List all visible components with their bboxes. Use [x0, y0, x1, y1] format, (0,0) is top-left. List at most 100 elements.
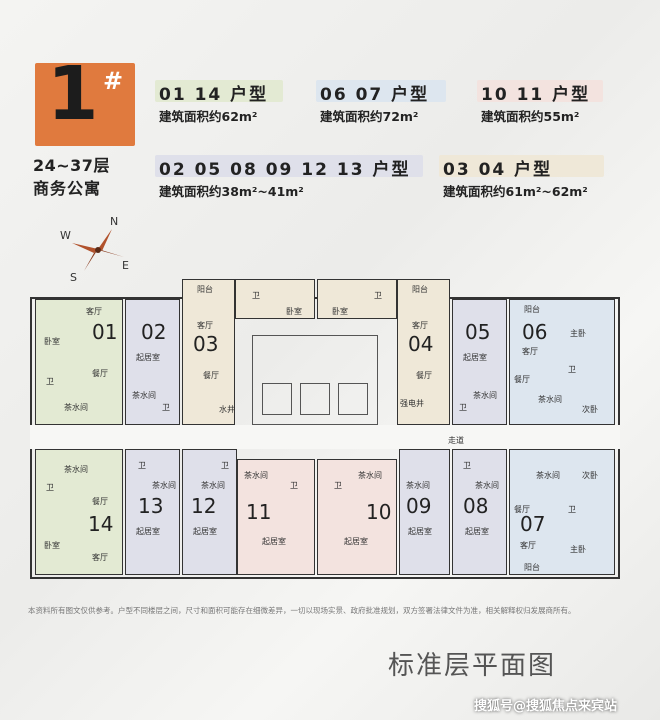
legend-swatch — [316, 80, 446, 102]
elevator-3 — [338, 383, 368, 415]
room-label: 客厅 — [86, 307, 102, 316]
compass-w: W — [60, 229, 71, 242]
unit-number: 12 — [191, 494, 217, 518]
room-label: 客厅 — [92, 553, 108, 562]
legend-swatch — [477, 80, 603, 102]
room-label: 起居室 — [136, 353, 160, 362]
room-label: 餐厅 — [514, 505, 530, 514]
unit-11: 11 茶水间 卫 起居室 — [237, 459, 315, 575]
unit-04: 04 阳台 客厅 餐厅 强电井 — [397, 279, 450, 425]
legend-code: 06 07 户型 — [320, 85, 430, 105]
room-label: 起居室 — [193, 527, 217, 536]
outer-wall-bottom — [30, 577, 620, 579]
room-label: 强电井 — [400, 399, 424, 408]
elevator-1 — [262, 383, 292, 415]
unit-01: 01 卧室 客厅 餐厅 卫 茶水间 — [35, 299, 123, 425]
plan-title: 标准层平面图 — [388, 651, 557, 681]
unit-10: 10 卫 茶水间 起居室 — [317, 459, 397, 575]
unit-number: 07 — [520, 512, 546, 536]
unit-number: 03 — [193, 332, 219, 356]
room-label: 起居室 — [463, 353, 487, 362]
stair-core — [252, 335, 378, 425]
room-label: 卫 — [459, 403, 467, 412]
floor-range: 24~37层 — [33, 156, 110, 175]
room-label: 阳台 — [412, 285, 428, 294]
room-label: 茶水间 — [152, 481, 176, 490]
unit-number: 01 — [92, 320, 118, 344]
room-label: 水井 — [219, 405, 235, 414]
unit-08: 08 卫 茶水间 起居室 — [452, 449, 507, 575]
room-label: 主卧 — [570, 545, 586, 554]
building-number: 1 — [47, 51, 99, 137]
room-label: 卧室 — [332, 307, 348, 316]
property-type: 商务公寓 — [33, 179, 102, 198]
legend-code: 02 05 08 09 12 13 户型 — [159, 160, 411, 180]
room-label: 客厅 — [520, 541, 536, 550]
room-label: 茶水间 — [132, 391, 156, 400]
legend-swatch — [439, 155, 604, 177]
room-label: 卫 — [221, 461, 229, 470]
unit-number: 11 — [246, 500, 272, 524]
room-label: 起居室 — [262, 537, 286, 546]
room-label: 茶水间 — [64, 403, 88, 412]
unit-number: 04 — [408, 332, 434, 356]
room-label: 起居室 — [465, 527, 489, 536]
room-label: 茶水间 — [536, 471, 560, 480]
compass-s: S — [70, 271, 77, 284]
unit-number: 14 — [88, 512, 114, 536]
room-label: 卫 — [162, 403, 170, 412]
unit-07: 07 茶水间 次卧 卫 餐厅 客厅 主卧 阳台 — [509, 449, 615, 575]
room-label: 卫 — [252, 291, 260, 300]
room-label: 卫 — [568, 365, 576, 374]
room-label: 茶水间 — [201, 481, 225, 490]
upper-bedroom-b: 卧室 卫 — [317, 279, 397, 319]
unit-number: 02 — [141, 320, 167, 344]
unit-13: 13 卫 茶水间 起居室 — [125, 449, 180, 575]
room-label: 阳台 — [524, 563, 540, 572]
room-label: 卫 — [334, 481, 342, 490]
room-label: 茶水间 — [406, 481, 430, 490]
building-badge: 1 # — [35, 57, 135, 146]
elevator-2 — [300, 383, 330, 415]
room-label: 茶水间 — [244, 471, 268, 480]
room-label: 卫 — [46, 377, 54, 386]
room-label: 次卧 — [582, 405, 598, 414]
unit-03: 03 阳台 客厅 餐厅 水井 — [182, 279, 235, 425]
unit-number: 09 — [406, 494, 432, 518]
room-label: 阳台 — [197, 285, 213, 294]
room-label: 卫 — [290, 481, 298, 490]
unit-09: 09 茶水间 起居室 — [399, 449, 450, 575]
legend-swatch — [155, 155, 423, 177]
unit-05: 05 起居室 茶水间 卫 — [452, 299, 507, 425]
room-label: 主卧 — [570, 329, 586, 338]
legend-code: 03 04 户型 — [443, 160, 553, 180]
room-label: 卧室 — [286, 307, 302, 316]
legend-area: 建筑面积约72m² — [320, 109, 419, 124]
room-label: 茶水间 — [538, 395, 562, 404]
room-label: 客厅 — [522, 347, 538, 356]
room-label: 次卧 — [582, 471, 598, 480]
legend-swatch — [155, 80, 283, 102]
unit-number: 06 — [522, 320, 548, 344]
room-label: 客厅 — [412, 321, 428, 330]
legend-area: 建筑面积约38m²~41m² — [159, 184, 304, 199]
room-label: 餐厅 — [416, 371, 432, 380]
disclaimer: 本资料所有图文仅供参考。户型不同楼层之间，尺寸和面积可能存在细微差异，一切以现场… — [28, 606, 576, 615]
legend-area: 建筑面积约55m² — [481, 109, 580, 124]
room-label: 餐厅 — [92, 369, 108, 378]
floor-plan: 走道 01 卧室 客厅 餐厅 卫 茶水间 02 起居室 茶水间 卫 03 阳台 … — [30, 275, 620, 587]
room-label: 起居室 — [136, 527, 160, 536]
unit-06: 06 阳台 主卧 客厅 餐厅 卫 茶水间 次卧 — [509, 299, 615, 425]
room-label: 客厅 — [197, 321, 213, 330]
room-label: 卫 — [374, 291, 382, 300]
legend-area: 建筑面积约61m²~62m² — [443, 184, 588, 199]
room-label: 起居室 — [408, 527, 432, 536]
room-label: 餐厅 — [203, 371, 219, 380]
unit-number: 13 — [138, 494, 164, 518]
legend-area: 建筑面积约62m² — [159, 109, 258, 124]
upper-bedroom-a: 卫 卧室 — [235, 279, 315, 319]
room-label: 茶水间 — [475, 481, 499, 490]
room-label: 卫 — [46, 483, 54, 492]
room-label: 茶水间 — [358, 471, 382, 480]
compass-n: N — [110, 215, 119, 228]
